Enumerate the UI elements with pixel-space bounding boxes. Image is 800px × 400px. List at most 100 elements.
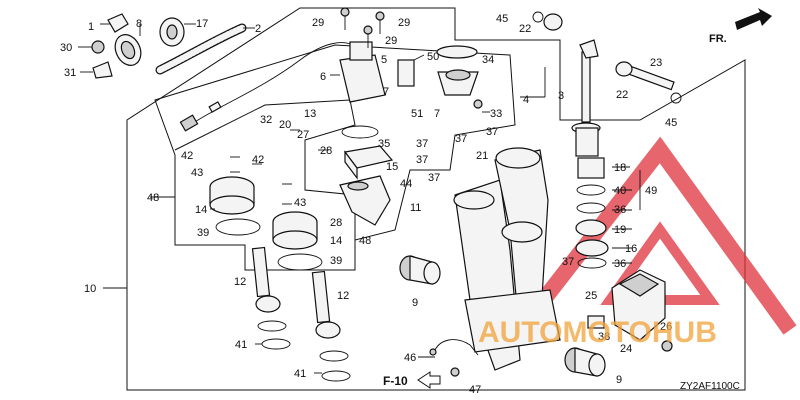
callout-4: 4 bbox=[523, 94, 529, 106]
callout-12b: 12 bbox=[337, 290, 349, 302]
callout-6: 6 bbox=[320, 71, 326, 83]
callout-29b: 29 bbox=[398, 17, 410, 29]
callout-26: 26 bbox=[660, 321, 672, 333]
callout-10: 10 bbox=[84, 283, 96, 295]
callout-50: 50 bbox=[427, 51, 439, 63]
callout-29a: 29 bbox=[312, 17, 324, 29]
callout-8: 8 bbox=[136, 18, 142, 30]
callout-22b: 22 bbox=[616, 89, 628, 101]
callout-14a: 14 bbox=[195, 204, 207, 216]
callout-36a: 36 bbox=[614, 204, 626, 216]
part-15-valve-body bbox=[343, 145, 394, 180]
callout-39b: 39 bbox=[330, 255, 342, 267]
part-9-bushing-upper bbox=[399, 255, 441, 285]
callout-19: 19 bbox=[614, 224, 626, 236]
part-17-grommet bbox=[159, 17, 196, 47]
callout-12a: 12 bbox=[234, 276, 246, 288]
part-14-piston-right bbox=[272, 211, 318, 250]
callout-47: 47 bbox=[469, 384, 481, 396]
callout-18: 18 bbox=[614, 162, 626, 174]
part-24-cover bbox=[611, 269, 666, 341]
leader-lines bbox=[103, 67, 641, 374]
callout-13: 13 bbox=[304, 108, 316, 120]
part-1-clip bbox=[100, 13, 129, 33]
callout-23: 23 bbox=[650, 57, 662, 69]
callout-31: 31 bbox=[64, 67, 76, 79]
callout-37e: 37 bbox=[428, 172, 440, 184]
part-39-o-ring-right bbox=[277, 253, 323, 271]
callout-44: 44 bbox=[400, 178, 412, 190]
callout-39a: 39 bbox=[197, 227, 209, 239]
callout-34: 34 bbox=[482, 54, 494, 66]
part-45-clip-top bbox=[532, 11, 544, 23]
part-39-o-ring-left bbox=[215, 218, 261, 236]
part-26-screw bbox=[661, 340, 673, 352]
part-6-motor bbox=[330, 41, 386, 103]
callout-labels: 1 2 3 4 5 6 7 7 8 9 9 10 11 12 12 13 14 … bbox=[60, 13, 677, 396]
part-45-clip-right bbox=[670, 92, 682, 104]
part-34-reservoir-cap bbox=[436, 45, 479, 96]
callout-25: 25 bbox=[585, 290, 597, 302]
callout-1: 1 bbox=[88, 21, 94, 33]
callout-43b: 43 bbox=[294, 197, 306, 209]
part-25-sleeve bbox=[587, 315, 605, 329]
callout-51: 51 bbox=[411, 108, 423, 120]
section-ref-arrow bbox=[417, 371, 441, 389]
callout-22a: 22 bbox=[519, 23, 531, 35]
callout-16: 16 bbox=[625, 243, 637, 255]
callout-40: 40 bbox=[614, 185, 626, 197]
callout-7a: 7 bbox=[383, 86, 389, 98]
part-46-ground-wire bbox=[429, 339, 479, 356]
callout-29c: 29 bbox=[385, 35, 397, 47]
part-2-tube bbox=[155, 23, 255, 75]
callout-45a: 45 bbox=[496, 13, 508, 25]
callout-20: 20 bbox=[279, 119, 291, 131]
callout-7b: 7 bbox=[434, 108, 440, 120]
callout-24: 24 bbox=[620, 343, 632, 355]
callout-5: 5 bbox=[381, 54, 387, 66]
part-33-screw bbox=[473, 99, 490, 113]
callout-2: 2 bbox=[255, 23, 261, 35]
callout-27: 27 bbox=[297, 129, 309, 141]
callout-41a: 41 bbox=[235, 339, 247, 351]
callout-42a: 42 bbox=[181, 150, 193, 162]
part-9-bushing-lower bbox=[564, 347, 606, 377]
callout-48b: 48 bbox=[359, 235, 371, 247]
part-31-clamp bbox=[80, 61, 113, 79]
watermark-text: AUTOMOTOHUB bbox=[478, 316, 717, 349]
part-12-rod-right bbox=[311, 270, 351, 382]
callout-9b: 9 bbox=[616, 374, 622, 386]
part-harness-cable bbox=[179, 42, 361, 132]
callout-48a: 48 bbox=[147, 192, 159, 204]
callout-46: 46 bbox=[404, 352, 416, 364]
callout-37c: 37 bbox=[486, 126, 498, 138]
cylinder-stack bbox=[575, 157, 609, 269]
subgroup-outline bbox=[154, 44, 516, 271]
callout-3: 3 bbox=[558, 90, 564, 102]
group-outline bbox=[126, 7, 746, 391]
callout-15: 15 bbox=[386, 161, 398, 173]
callout-36b: 36 bbox=[614, 258, 626, 270]
callout-37f: 37 bbox=[562, 256, 574, 268]
diagram-code: ZY2AF1100C bbox=[680, 381, 740, 392]
callout-37b: 37 bbox=[455, 133, 467, 145]
callout-11: 11 bbox=[410, 202, 421, 214]
part-47-screw bbox=[450, 367, 460, 377]
front-direction-label: FR. bbox=[709, 33, 727, 45]
callout-21: 21 bbox=[476, 150, 488, 162]
part-50-pump bbox=[397, 54, 425, 87]
part-23-pin bbox=[615, 61, 675, 91]
callout-38: 38 bbox=[598, 331, 610, 343]
callout-9a: 9 bbox=[412, 297, 418, 309]
callout-14b: 14 bbox=[330, 235, 342, 247]
part-29-bolts bbox=[340, 7, 385, 48]
part-14-piston-left bbox=[209, 176, 255, 215]
part-12-rod-left bbox=[251, 246, 291, 350]
callout-28a: 28 bbox=[320, 145, 332, 157]
callout-45b: 45 bbox=[665, 117, 677, 129]
part-3-tilt-rod bbox=[571, 39, 601, 157]
callout-43a: 43 bbox=[191, 167, 203, 179]
callout-37d: 37 bbox=[416, 154, 428, 166]
